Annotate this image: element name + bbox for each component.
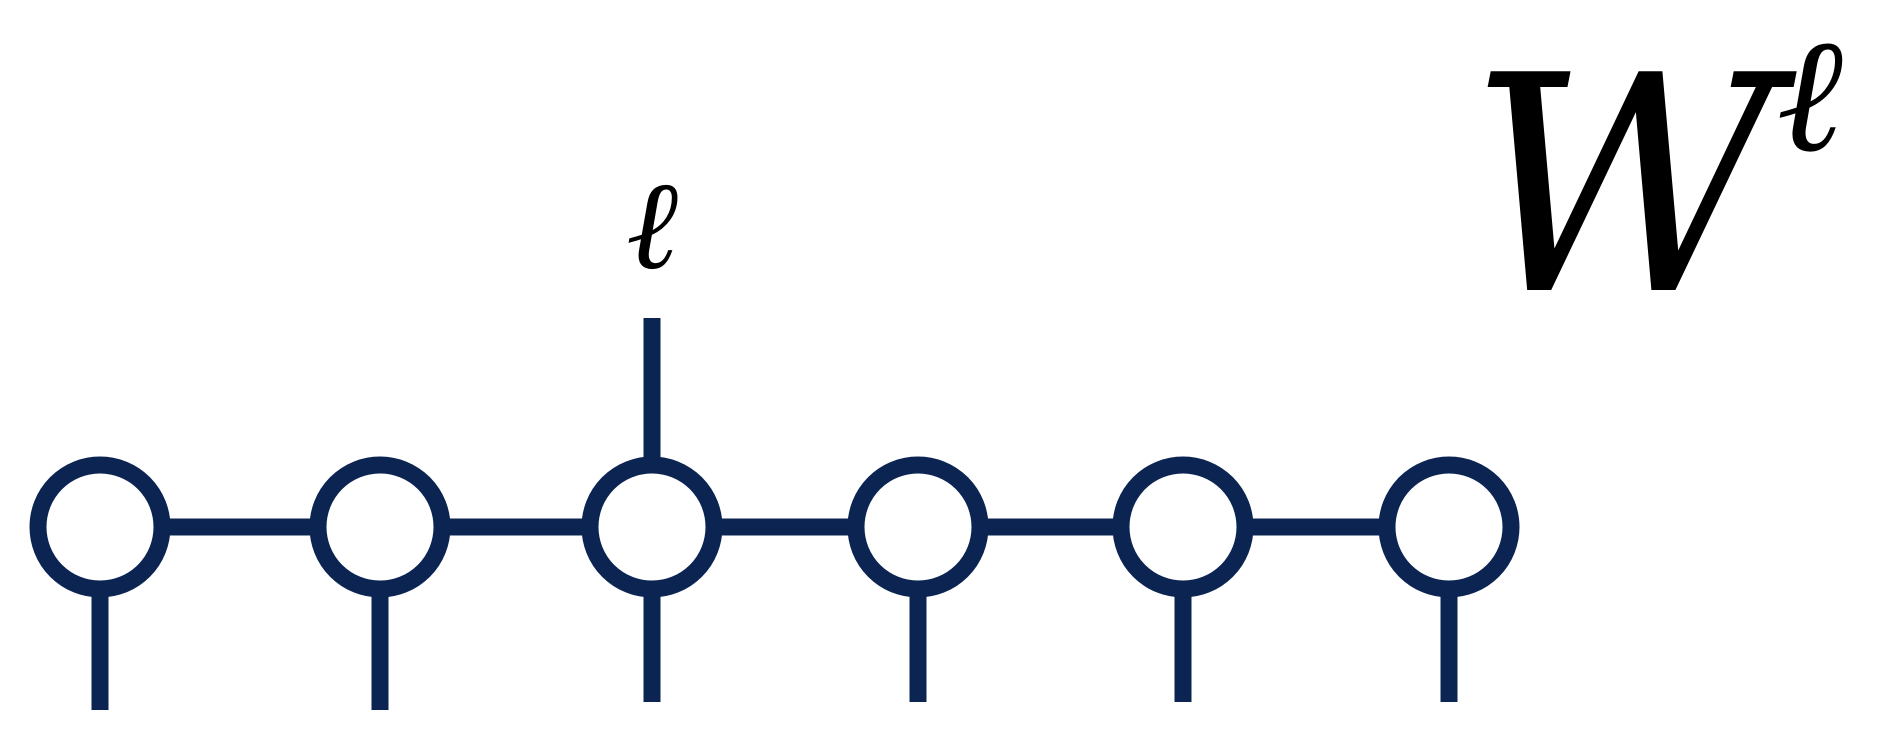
title-main: W: [1468, 12, 1801, 361]
tensor-node-4: [847, 456, 989, 598]
tensor-node-3: [581, 456, 723, 598]
tensor-nodes: [29, 456, 1520, 598]
tensor-node-6: [1378, 456, 1520, 598]
tensor-node-2: [309, 456, 451, 598]
index-label: ℓ: [626, 153, 678, 298]
tensor-node-1: [29, 456, 171, 598]
title-superscript: ℓ: [1776, 1, 1843, 188]
physical-legs: [91, 318, 1458, 710]
diagram-title: Wℓ: [1468, 1, 1843, 361]
tensor-node-5: [1112, 456, 1254, 598]
